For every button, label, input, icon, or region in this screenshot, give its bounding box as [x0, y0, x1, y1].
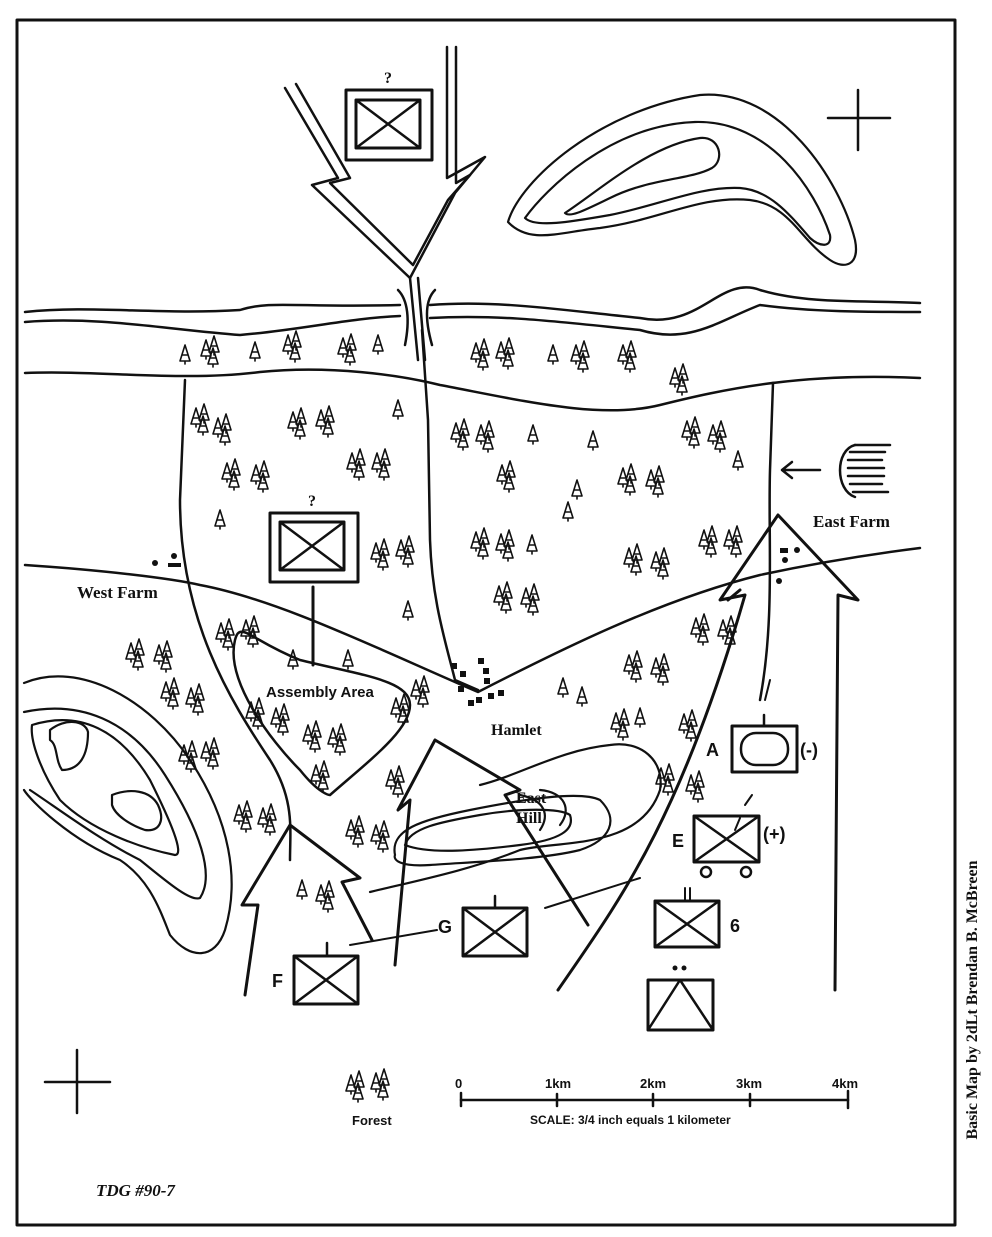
grid-cross-ne [826, 88, 892, 152]
west-hill-contours [22, 675, 233, 955]
unit-artillery [646, 965, 715, 1032]
east-hill-contours [368, 743, 662, 894]
unit-boundaries [349, 679, 771, 946]
assembly-area-boundary [232, 630, 412, 797]
label-east-hill-2: Hill [516, 810, 542, 827]
label-assembly-area: Assembly Area [266, 684, 374, 701]
map-frame [15, 18, 957, 1227]
svg-text:G: G [438, 917, 452, 937]
svg-text:6: 6 [730, 916, 740, 936]
label-east-hill: East [516, 790, 547, 807]
road-west [178, 378, 292, 862]
enemy-unit-unknown-north: ? [344, 70, 434, 162]
map-credit: Basic Map by 2dLt Brendan B. McBreen [963, 800, 983, 1200]
north-hill-contours [506, 93, 858, 266]
enemy-attack-arrow [283, 45, 487, 362]
unit-E-mech-infantry: E (+) [672, 814, 786, 879]
label-hamlet: Hamlet [491, 722, 542, 739]
svg-text:0: 0 [455, 1076, 462, 1091]
svg-text:(+): (+) [763, 824, 786, 844]
hamlet-buildings [451, 658, 504, 706]
svg-text:2km: 2km [640, 1076, 666, 1091]
map-title: TDG #90-7 [96, 1181, 176, 1200]
scale-bar: 0 1km 2km 3km 4km SCALE: 3/4 inch equals… [455, 1076, 858, 1127]
friendly-attack-arrows [240, 513, 860, 997]
unit-F-infantry: F [272, 941, 360, 1006]
svg-text:?: ? [308, 493, 316, 510]
svg-text:SCALE: 3/4 inch equals 1 kilom: SCALE: 3/4 inch equals 1 kilometer [530, 1113, 731, 1127]
east-farm-buildings [776, 547, 800, 584]
unit-6-infantry: 6 [653, 887, 740, 949]
svg-text:Forest: Forest [352, 1113, 392, 1128]
unit-A-armor: A (-) [706, 713, 818, 774]
unit-G-infantry: G [438, 894, 529, 958]
road-center [420, 328, 480, 692]
label-east-farm: East Farm [813, 512, 890, 531]
west-farm-buildings [152, 553, 181, 567]
svg-text:4km: 4km [832, 1076, 858, 1091]
svg-text:3km: 3km [736, 1076, 762, 1091]
enemy-unit-unknown-assembly: ? [268, 493, 360, 667]
road-farm [23, 546, 922, 694]
svg-text:A: A [706, 740, 719, 760]
road-north [23, 368, 922, 412]
enemy-attack-east [780, 443, 892, 499]
legend-forest: Forest [346, 1069, 392, 1128]
river [23, 286, 922, 337]
label-west-farm: West Farm [77, 583, 158, 602]
grid-cross-sw [43, 1048, 112, 1115]
svg-text:?: ? [384, 70, 392, 87]
svg-text:(-): (-) [800, 740, 818, 760]
road-east [758, 381, 775, 702]
credit-text: Basic Map by 2dLt Brendan B. McBreen [964, 860, 981, 1140]
svg-text:E: E [672, 831, 684, 851]
svg-text:1km: 1km [545, 1076, 571, 1091]
svg-text:F: F [272, 971, 283, 991]
